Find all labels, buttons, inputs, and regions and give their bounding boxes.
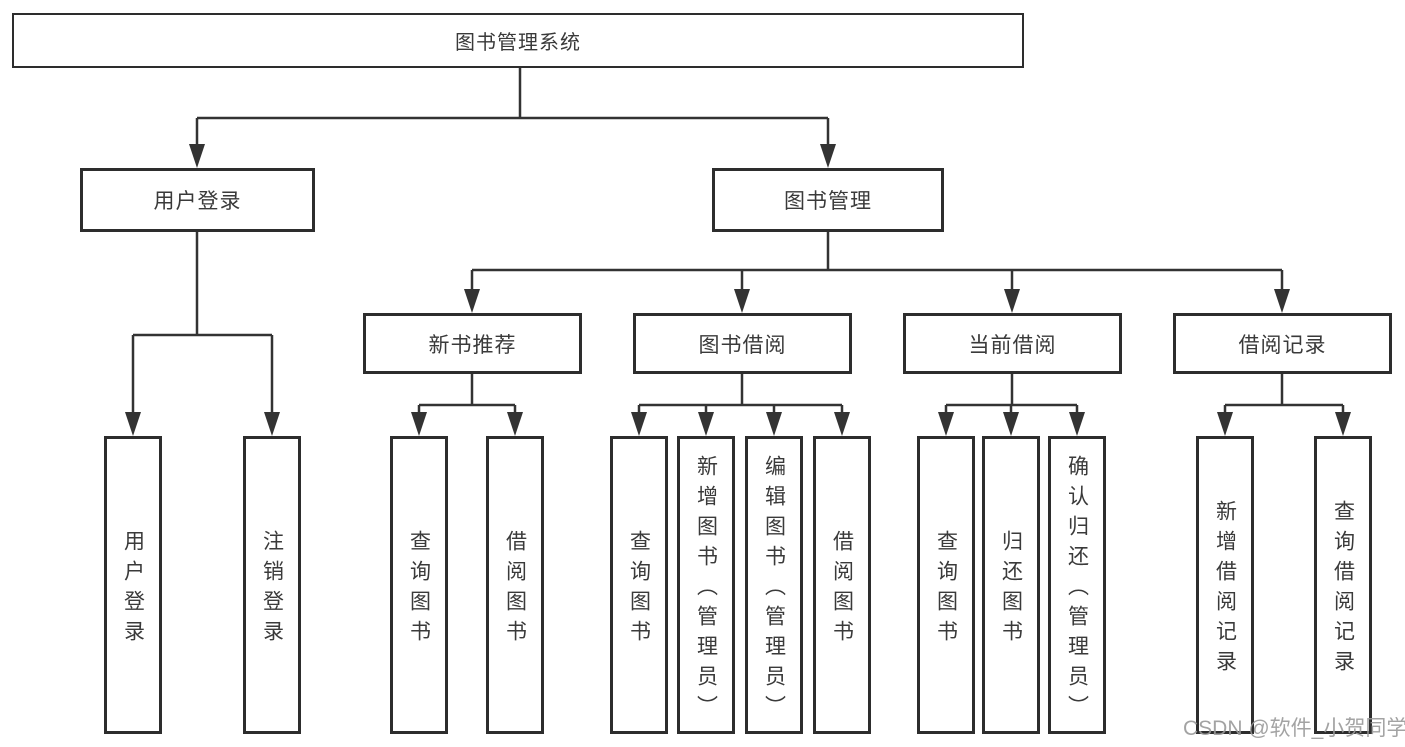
arrow-down-icon [698,412,714,436]
leaf-borrow-edit-book-admin-label: 编辑图书（管理员） [762,454,786,725]
leaf-newrec-query-book-label: 查询图书 [407,529,431,650]
arrow-down-icon [189,144,205,168]
leaf-records-add-record-label: 新增借阅记录 [1213,499,1237,680]
arrow-down-icon [125,412,141,436]
node-book-management-label: 图书管理 [784,190,872,213]
leaf-user-login: 用户登录 [104,436,162,734]
arrow-down-icon [411,412,427,436]
leaf-borrow-edit-book-admin: 编辑图书（管理员） [745,436,803,734]
node-borrow-records-label: 借阅记录 [1238,333,1327,357]
leaf-logout: 注销登录 [243,436,301,734]
arrow-down-icon [820,144,836,168]
leaf-newrec-borrow-book-label: 借阅图书 [503,529,527,650]
node-user-login-label: 用户登录 [153,190,242,213]
leaf-current-return-book-label: 归还图书 [999,529,1023,650]
leaf-user-login-label: 用户登录 [121,529,145,650]
leaf-records-query-record: 查询借阅记录 [1314,436,1372,734]
arrow-down-icon [1217,412,1233,436]
node-borrow-records: 借阅记录 [1173,313,1392,374]
arrow-down-icon [264,412,280,436]
leaf-borrow-query-book-label: 查询图书 [627,529,651,650]
tree-edges [131,68,1345,416]
leaf-logout-label: 注销登录 [260,529,284,650]
leaf-current-query-book-label: 查询图书 [934,529,958,650]
leaf-current-confirm-return-admin-label: 确认归还（管理员） [1065,454,1089,725]
arrow-down-icon [1274,289,1290,313]
csdn-watermark: CSDN @软件_小贺同学 [1183,717,1405,740]
arrow-down-icon [507,412,523,436]
node-book-borrow-label: 图书借阅 [698,333,787,357]
node-current-borrow-label: 当前借阅 [968,333,1057,357]
node-new-book-recommend-label: 新书推荐 [428,333,517,357]
leaf-newrec-query-book: 查询图书 [390,436,448,734]
leaf-borrow-query-book: 查询图书 [610,436,668,734]
leaf-borrow-add-book-admin: 新增图书（管理员） [677,436,735,734]
arrow-down-icon [834,412,850,436]
node-book-management: 图书管理 [712,168,944,232]
arrow-down-icon [464,289,480,313]
leaf-records-add-record: 新增借阅记录 [1196,436,1254,734]
node-new-book-recommend: 新书推荐 [363,313,582,374]
leaf-borrow-borrow-book-label: 借阅图书 [830,529,854,650]
arrow-down-icon [1335,412,1351,436]
leaf-borrow-add-book-admin-label: 新增图书（管理员） [694,454,718,725]
arrow-down-icon [1069,412,1085,436]
arrow-down-icon [734,289,750,313]
leaf-current-confirm-return-admin: 确认归还（管理员） [1048,436,1106,734]
arrow-down-icon [1004,289,1020,313]
leaf-current-return-book: 归还图书 [982,436,1040,734]
leaf-borrow-borrow-book: 借阅图书 [813,436,871,734]
node-root: 图书管理系统 [12,13,1024,68]
arrow-down-icon [766,412,782,436]
leaf-current-query-book: 查询图书 [917,436,975,734]
arrowhead-icons [125,144,1351,436]
node-user-login: 用户登录 [80,168,315,232]
arrow-down-icon [1003,412,1019,436]
node-current-borrow: 当前借阅 [903,313,1122,374]
arrow-down-icon [938,412,954,436]
leaf-records-query-record-label: 查询借阅记录 [1331,499,1355,680]
node-book-borrow: 图书借阅 [633,313,852,374]
node-root-label: 图书管理系统 [455,32,581,54]
arrow-down-icon [631,412,647,436]
leaf-newrec-borrow-book: 借阅图书 [486,436,544,734]
